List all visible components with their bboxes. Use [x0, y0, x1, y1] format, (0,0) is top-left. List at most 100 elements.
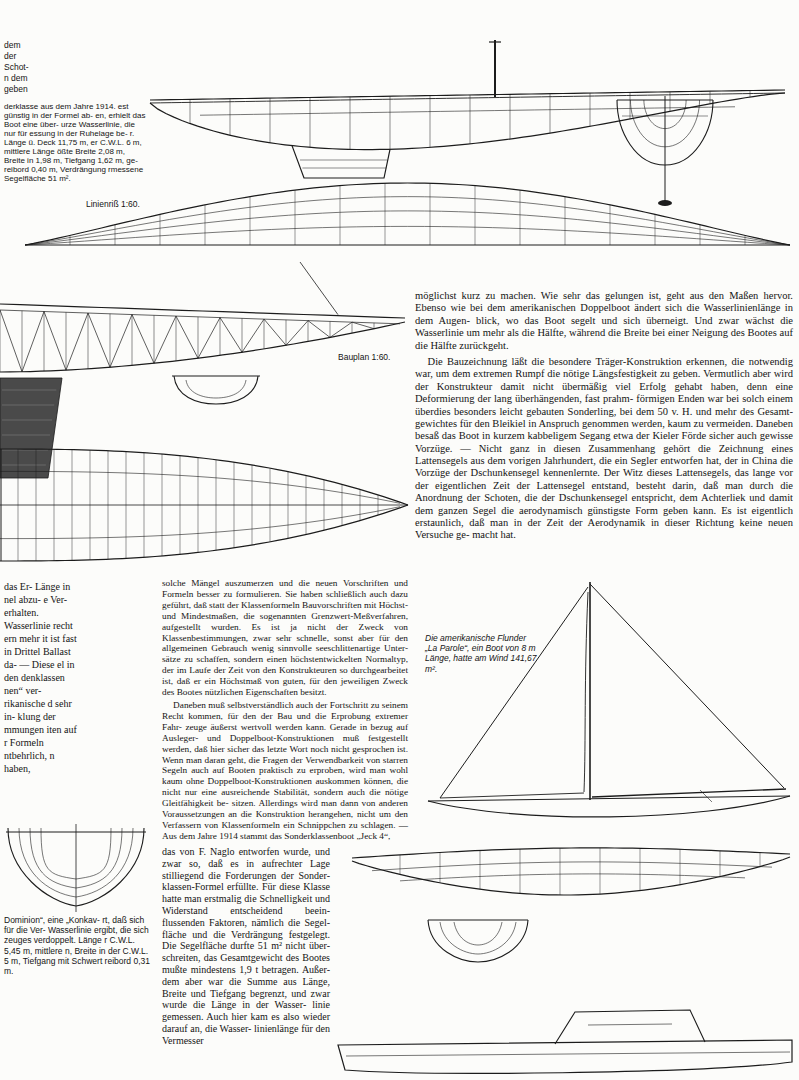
frame-line: [54, 449, 55, 560]
keel-line: [300, 160, 387, 161]
section-deck: [172, 376, 260, 377]
keel-hatch: [2, 420, 52, 421]
deck-outline: [25, 183, 790, 245]
station-line: [710, 91, 711, 104]
station-line: [440, 852, 441, 882]
station-line: [745, 235, 746, 245]
section-curve: [665, 100, 686, 129]
section-curve: [665, 100, 700, 147]
station-line: [520, 190, 521, 245]
text-frame: Linienriß 1:60.: [86, 199, 166, 209]
station-line: [550, 94, 551, 133]
section-curve: [41, 828, 76, 879]
drawing-label: Linienriß 1:60.: [86, 199, 166, 209]
station-line: [310, 97, 311, 147]
hull-outline: [428, 796, 790, 817]
forestay: [440, 587, 588, 798]
section-curve: [454, 922, 502, 945]
frame-line: [306, 476, 307, 535]
truss-post: [198, 317, 199, 358]
text-frame: solche Mängel auszumerzen und die neuen …: [162, 578, 408, 698]
frame-line: [252, 465, 253, 545]
jib-leech: [584, 592, 588, 792]
frame-line: [342, 484, 343, 525]
station-line: [430, 96, 431, 148]
station-line: [590, 93, 591, 126]
text-frame: Daneben muß selbstverständlich auch der …: [162, 700, 408, 842]
truss-post: [132, 315, 133, 366]
section-curve: [630, 100, 665, 147]
text-frame: Die Bauzeichnung läßt die besondere Träg…: [415, 356, 793, 542]
dominion-sections: [6, 824, 146, 912]
section-curve: [440, 922, 516, 954]
section-curve: [19, 828, 76, 897]
section-hull: [428, 920, 528, 962]
rubbing-strake: [346, 1052, 790, 1056]
frame-line: [162, 454, 163, 556]
frame-line: [36, 449, 37, 561]
frame-line: [198, 458, 199, 553]
waterline-curve: [25, 226, 790, 245]
section-curve: [76, 828, 111, 879]
stringer: [0, 507, 400, 539]
station-line: [385, 183, 386, 245]
caption-fragment: dem der Schot- n dem geben: [4, 40, 34, 95]
section-curve: [76, 828, 133, 897]
text-frame: dem der Schot- n dem geben: [4, 40, 34, 95]
station-line: [390, 96, 391, 149]
top-chord: [0, 304, 405, 318]
centre-line: [76, 824, 77, 912]
waterline: [200, 107, 735, 115]
frame-line: [180, 456, 181, 555]
frame-line: [18, 449, 19, 561]
section-curve: [617, 100, 665, 165]
truss-post: [264, 319, 265, 349]
station-line: [295, 190, 296, 245]
figure-caption: Dominion“, eine „Konkav- rt, daß sich fü…: [4, 915, 150, 976]
section-curve: [76, 828, 144, 906]
stringer: [0, 471, 400, 503]
deck-line: [428, 796, 790, 801]
flunder-lines: [338, 848, 792, 1073]
sheer-line: [352, 848, 790, 858]
sail-plan: [428, 582, 790, 817]
station-line: [430, 183, 431, 245]
drawing-label: Bauplan 1:60.: [338, 352, 408, 362]
station-line: [230, 99, 231, 135]
station-line: [750, 91, 751, 98]
station-line: [655, 214, 656, 245]
truss-post: [44, 312, 45, 372]
body-plan: [617, 96, 713, 206]
truss-post: [352, 322, 353, 333]
keel-hatch: [2, 405, 54, 406]
truss-post: [220, 318, 221, 356]
deck-outline: [0, 449, 408, 505]
section-frame: [186, 380, 246, 398]
frame-line: [234, 462, 235, 548]
hull-bottom: [150, 93, 785, 150]
section-hull: [174, 376, 258, 404]
truss-post: [110, 314, 111, 367]
station-line: [680, 849, 681, 884]
station-line: [470, 95, 471, 144]
text-frame: das von F. Naglo entworfen wurde, und zw…: [162, 846, 330, 1047]
frame-line: [216, 460, 217, 551]
ballast-keel: [0, 378, 62, 478]
station-line: [250, 197, 251, 245]
waterline: [372, 862, 772, 871]
sheet: [700, 790, 712, 802]
deckhouse: [555, 1010, 705, 1044]
station-line: [700, 225, 701, 245]
mast: [589, 582, 591, 800]
keel-hatch: [2, 390, 56, 391]
truss-post: [88, 313, 89, 369]
fin-keel: [292, 146, 390, 178]
station-line: [760, 853, 761, 867]
body-text: Daneben muß selbstverständlich auch der …: [162, 700, 408, 842]
text-frame: Die amerikanische Flunder „La Parole“, e…: [425, 633, 537, 674]
body-text: das von F. Naglo entworfen wurde, und zw…: [162, 846, 330, 1047]
station-line: [270, 98, 271, 143]
frame-line: [72, 450, 73, 561]
station-line: [190, 99, 191, 123]
text-frame: derklasse aus dem Jahre 1914. est günsti…: [4, 103, 146, 184]
